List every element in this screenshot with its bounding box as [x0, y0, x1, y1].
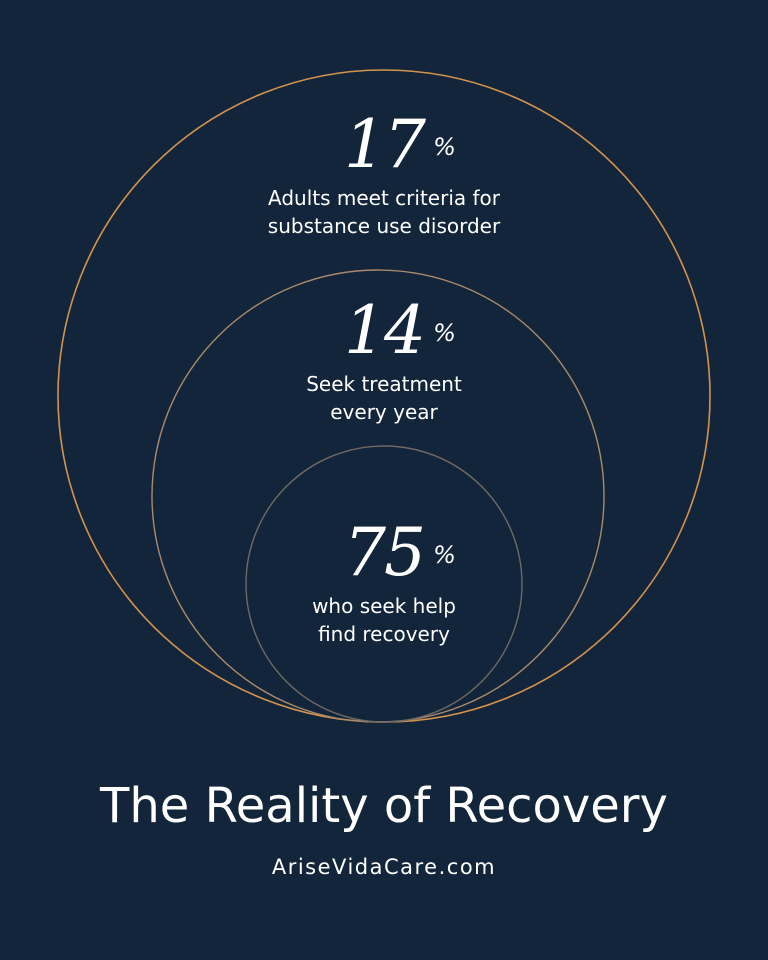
percent-sign: %: [433, 541, 456, 569]
stat-value: 75%: [344, 514, 456, 591]
inner-ring: [245, 445, 523, 723]
percent-sign: %: [433, 319, 456, 347]
website-link[interactable]: AriseVidaCare.com: [271, 855, 497, 879]
percent-sign: %: [433, 133, 456, 161]
stat-value: 14%: [344, 292, 456, 369]
stat-value: 17%: [344, 106, 456, 183]
page-title: The Reality of Recovery: [100, 778, 668, 834]
